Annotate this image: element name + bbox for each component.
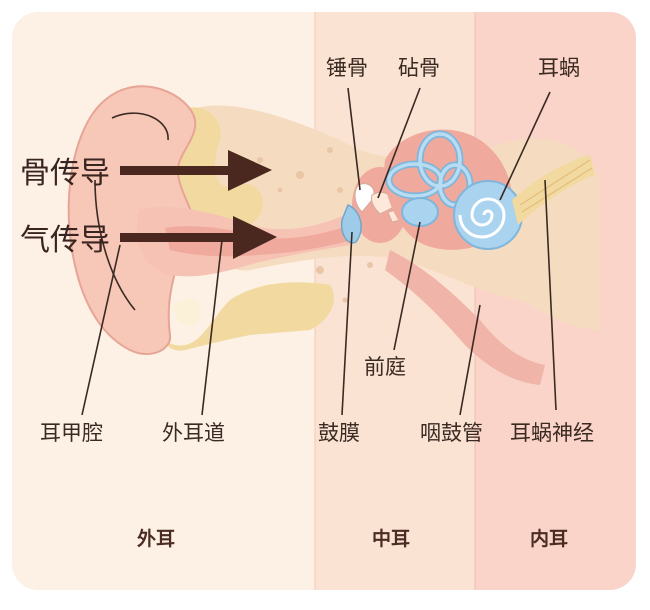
malleus-label: 锤骨	[326, 56, 368, 80]
ear-canal-label: 外耳道	[162, 421, 225, 445]
air-conduction-label: 气传导	[20, 223, 110, 258]
concha-label: 耳甲腔	[40, 421, 103, 445]
eustachian-tube-label: 咽鼓管	[420, 421, 483, 445]
lower-bone	[155, 282, 334, 351]
cochlea-shape	[453, 180, 523, 250]
eustachian-tube-shape	[385, 250, 545, 385]
incus-label: 砧骨	[398, 56, 440, 80]
incus-shape	[371, 191, 394, 215]
middle-ear-zone-label: 中耳	[372, 527, 410, 550]
cochlear-nerve-shape	[512, 155, 595, 225]
cochlea-label: 耳蜗	[538, 56, 580, 80]
vestibule-label: 前庭	[364, 355, 406, 379]
cochlear-nerve-label: 耳蜗神经	[510, 421, 594, 445]
bone-conduction-label: 骨传导	[20, 156, 110, 191]
malleus-shape	[354, 183, 375, 213]
vestibule-shape	[401, 197, 439, 227]
outer-ear-zone-label: 外耳	[137, 527, 175, 550]
pinna	[67, 85, 197, 355]
inner-ear-zone-label: 内耳	[530, 527, 568, 550]
eardrum-shape	[340, 204, 362, 244]
eardrum-label: 鼓膜	[318, 421, 360, 445]
bone-conduction-arrow	[120, 150, 272, 191]
bone-texture	[257, 147, 373, 303]
air-conduction-arrow	[120, 216, 277, 259]
leader-lines	[81, 87, 557, 416]
